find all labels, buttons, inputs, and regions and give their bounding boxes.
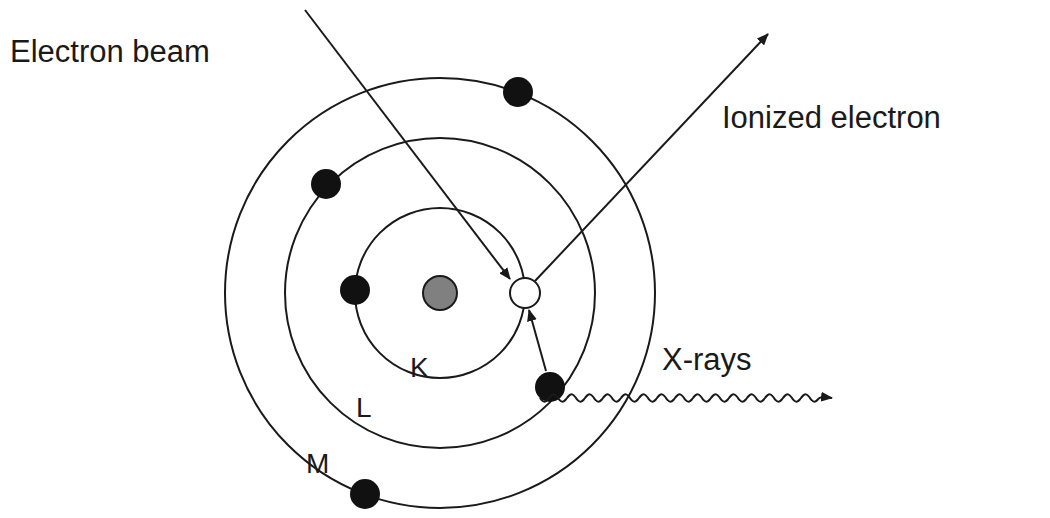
m-electron [503,77,533,107]
electron-beam-arrow [305,10,510,279]
x-ray-label: X-rays [662,342,752,378]
m-electron [350,479,380,509]
m-shell [225,78,655,508]
shell-label: M [306,448,329,480]
ionized-electron-arrow [535,34,768,281]
shell-label: K [410,352,429,384]
k-electron [340,275,370,305]
l-shell [285,138,595,448]
nucleus [423,276,457,310]
ionized-label: Ionized electron [722,100,941,136]
x-ray-wave [540,394,832,401]
shell-label: L [356,392,372,424]
beam-label: Electron beam [10,34,210,70]
transition-arrow [529,310,546,371]
l-electron [311,169,341,199]
k-shell [355,208,525,378]
electron-hole [510,278,540,308]
